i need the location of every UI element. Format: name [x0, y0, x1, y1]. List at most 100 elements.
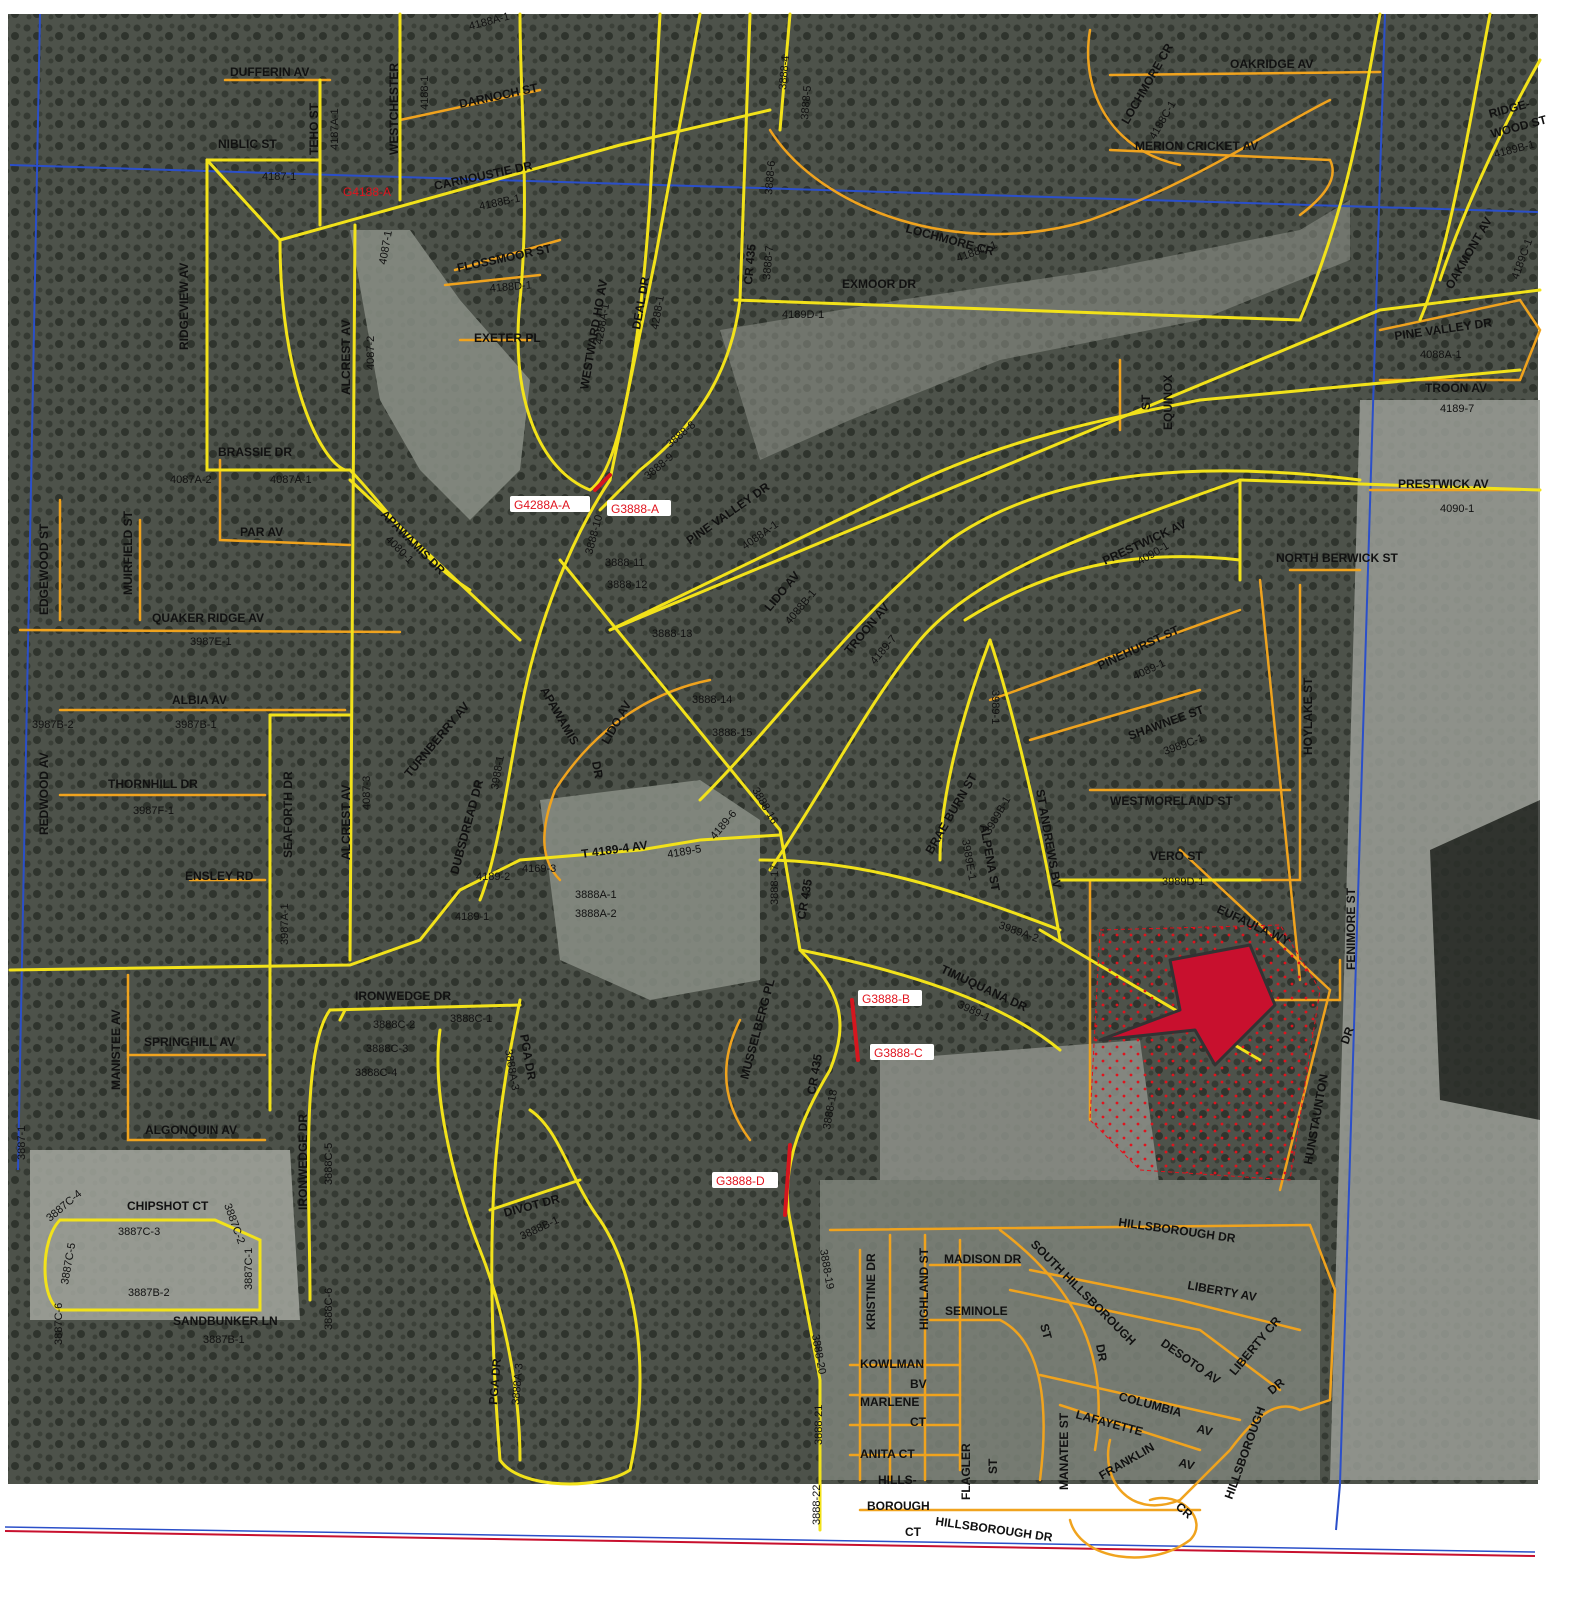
- label-anita: ANITA CT: [860, 1447, 915, 1461]
- label-hunstaunton-dr: DR: [1338, 1025, 1357, 1046]
- label-3888c2: 3888C-2: [373, 1019, 415, 1031]
- label-cr435-north: CR 435: [741, 243, 759, 285]
- label-lafayette-av: AV: [1177, 1455, 1196, 1473]
- label-3987f1: 3987F-1: [133, 805, 174, 817]
- label-ironwedge-west: IRONWEDGE DR: [296, 1114, 310, 1210]
- label-4088a1-east: 4088A-1: [1420, 349, 1462, 361]
- label-par: PAR AV: [240, 525, 283, 539]
- label-3888-6: 3888-6: [763, 160, 778, 195]
- label-4189-7-east: 4189-7: [1440, 403, 1474, 415]
- label-4189d1: 4189D-1: [782, 309, 824, 321]
- label-niblic: NIBLIC ST: [218, 137, 277, 151]
- code-g4188a: G4188-A: [343, 185, 391, 199]
- label-3988-1: 3988-1: [489, 755, 507, 791]
- label-3888a3-south: 3888A-3: [510, 1363, 526, 1405]
- label-3888c1: 3888C-1: [450, 1013, 492, 1025]
- label-fenimore: FENIMORE ST: [1344, 887, 1358, 970]
- label-manistee: MANISTEE AV: [109, 1009, 123, 1090]
- label-thornhill: THORNHILL DR: [108, 777, 198, 791]
- grid-lines: [9, 13, 1539, 1531]
- label-alcrest-south: ALCREST AV: [339, 785, 353, 860]
- highlight-segments: [593, 473, 860, 1217]
- label-3888c5: 3888C-5: [323, 1143, 335, 1185]
- label-kowlman-bv: BV: [910, 1377, 927, 1391]
- label-seminole: SEMINOLE: [945, 1304, 1008, 1318]
- label-3887b2: 3887B-2: [128, 1287, 170, 1299]
- label-kowlman: KOWLMAN: [860, 1357, 924, 1371]
- label-prestwick-east: PRESTWICK AV: [1398, 477, 1489, 491]
- bottom-border: [4, 1530, 1536, 1557]
- label-3888-17: 3888-17: [769, 865, 781, 905]
- label-south-hillsborough-dr: DR: [1093, 1343, 1110, 1363]
- label-4189-5: 4189-5: [666, 843, 702, 861]
- label-westchester: WESTCHESTER: [387, 63, 401, 155]
- label-westmoreland: WESTMORELAND ST: [1110, 794, 1233, 808]
- label-3987a1: 3987A-1: [279, 903, 291, 945]
- label-quaker: QUAKER RIDGE AV: [152, 611, 264, 625]
- label-4087a2: 4087A-2: [170, 474, 212, 486]
- label-edgewood: EDGEWOOD ST: [37, 523, 51, 615]
- label-4087-3: 4087-3: [361, 776, 373, 810]
- label-3888-7: 3888-7: [761, 245, 776, 280]
- label-3887-1: 3887-1: [16, 1126, 28, 1160]
- label-troon-east: TROON AV: [1425, 381, 1487, 395]
- label-3888a2: 3888A-2: [575, 908, 617, 920]
- label-4169-3: 4169-3: [522, 863, 556, 875]
- label-pga-south: PGA DR: [486, 1358, 504, 1406]
- open-areas: [30, 200, 1540, 1480]
- label-sandbunker: SANDBUNKER LN: [173, 1314, 278, 1328]
- label-3887c6: 3887C-6: [53, 1303, 65, 1345]
- major-roads: [8, 12, 1542, 1532]
- code-g3888b: G3888-B: [862, 992, 910, 1006]
- label-3888-4: 3888-4: [777, 55, 792, 90]
- label-hills-ct: CT: [905, 1525, 922, 1539]
- label-4189-2: 4189-2: [476, 871, 510, 883]
- code-g3888a: G3888-A: [611, 502, 659, 516]
- label-3888c6: 3888C-6: [323, 1288, 335, 1330]
- label-marlene: MARLENE: [860, 1395, 919, 1409]
- code-g3888d: G3888-D: [716, 1174, 765, 1188]
- label-seaforth: SEAFORTH DR: [281, 771, 295, 858]
- label-northberwick: NORTH BERWICK ST: [1276, 551, 1398, 565]
- label-4090-1-east: 4090-1: [1440, 503, 1474, 515]
- label-merion: MERION CRICKET AV: [1135, 139, 1258, 153]
- label-3888-11: 3888-11: [605, 557, 645, 569]
- label-3888-12: 3888-12: [607, 579, 647, 591]
- label-4087a1: 4087A-1: [270, 474, 312, 486]
- label-columbia-av: AV: [1195, 1421, 1214, 1439]
- label-alcrest-north: ALCREST AV: [339, 320, 353, 395]
- label-4087-1: 4087-1: [377, 230, 395, 266]
- label-manatee: MANATEE ST: [1057, 1412, 1071, 1490]
- label-seminole-st: ST: [1037, 1322, 1055, 1341]
- label-3888c3: 3888C-3: [366, 1043, 408, 1055]
- label-springhill: SPRINGHILL AV: [144, 1035, 235, 1049]
- label-3888-13: 3888-13: [652, 628, 692, 640]
- label-3987b2: 3987B-2: [32, 719, 74, 731]
- label-3888-21: 3888-21: [813, 1405, 825, 1445]
- label-equinox-st: ST: [1139, 394, 1153, 410]
- location-arrow: [1098, 943, 1277, 1067]
- label-madison: MADISON DR: [944, 1252, 1022, 1266]
- label-4187-1: 4187-1: [262, 171, 296, 183]
- label-apawamis-dr: DR: [589, 760, 606, 780]
- label-dufferin: DUFFERIN AV: [230, 65, 309, 79]
- label-exeter: EXETER PL: [474, 331, 541, 345]
- label-hills-2: BOROUGH: [867, 1499, 930, 1513]
- label-oakridge: OAKRIDGE AV: [1230, 57, 1313, 71]
- label-brassie: BRASSIE DR: [218, 445, 292, 459]
- label-muirfield: MUIRFIELD ST: [121, 510, 135, 595]
- label-kristine: KRISTINE DR: [864, 1253, 878, 1330]
- label-ironwedge-north: IRONWEDGE DR: [355, 989, 451, 1003]
- label-3888-22: 3888-22: [811, 1485, 823, 1525]
- label-4188-1: 4188-1: [419, 76, 431, 110]
- label-flagler: FLAGLER: [959, 1443, 973, 1500]
- label-3888c4: 3888C-4: [355, 1067, 397, 1079]
- minor-roads: [18, 28, 1542, 1559]
- code-g3888c: G3888-C: [874, 1046, 923, 1060]
- label-3989d1: 3989D-1: [1162, 876, 1204, 888]
- label-3887b1: 3887B-1: [203, 1334, 245, 1346]
- label-highland: HIGHLAND ST: [917, 1247, 931, 1330]
- label-ensley: ENSLEY RD: [185, 869, 254, 883]
- label-teho: TEHO ST: [307, 102, 321, 155]
